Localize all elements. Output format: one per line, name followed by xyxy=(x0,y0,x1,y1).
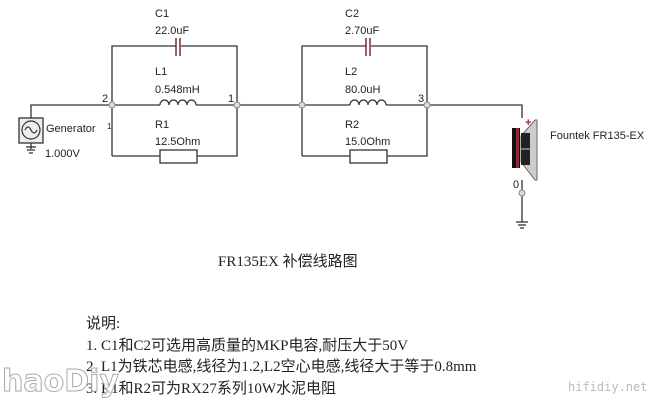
speaker-polarity: + xyxy=(525,117,531,129)
watermark-left: haoDiy xyxy=(2,364,120,400)
diagram-title: FR135EX 补偿线路图 xyxy=(218,254,358,270)
c2-name: C2 xyxy=(345,8,359,20)
r2-value: 15.0Ohm xyxy=(345,136,390,148)
node-dots xyxy=(108,101,526,197)
inductor-l2 xyxy=(349,99,387,106)
c2-value: 2.70uF xyxy=(345,25,380,37)
capacitor-c2 xyxy=(365,38,371,56)
generator-source-icon xyxy=(18,117,44,144)
l1-name: L1 xyxy=(155,66,167,78)
wires xyxy=(30,45,523,222)
c1-value: 22.0uF xyxy=(155,25,190,37)
r2-name: R2 xyxy=(345,119,359,131)
note-item: 2. L1为铁芯电感,线径为1.2,L2空心电感,线径大于等于0.8mm xyxy=(86,359,477,375)
l2-name: L2 xyxy=(345,66,357,78)
generator-pin: 1 xyxy=(107,122,112,131)
l1-value: 0.548mH xyxy=(155,84,200,96)
capacitor-c1 xyxy=(175,38,181,56)
node-label-1: 1 xyxy=(228,93,234,105)
c1-name: C1 xyxy=(155,8,169,20)
ground-icon-speaker xyxy=(516,221,528,229)
node-label-0: 0 xyxy=(513,179,519,191)
note-item: 1. C1和C2可选用高质量的MKP电容,耐压大于50V xyxy=(86,338,409,354)
resistor-r1 xyxy=(159,149,198,164)
ground-icon xyxy=(26,143,36,154)
speaker-icon xyxy=(512,119,538,181)
node-label-3: 3 xyxy=(418,93,424,105)
r1-name: R1 xyxy=(155,119,169,131)
generator-name: Generator xyxy=(46,123,96,135)
speaker-name: Fountek FR135-EX xyxy=(550,130,645,142)
r1-value: 12.5Ohm xyxy=(155,136,200,148)
node-label-2: 2 xyxy=(102,93,108,105)
inductor-l1 xyxy=(159,99,197,106)
resistor-r2 xyxy=(349,149,388,164)
watermark-right: hifidiy.net xyxy=(568,380,648,394)
note-item: 3. R1和R2可为RX27系列10W水泥电阻 xyxy=(86,381,337,397)
generator-value: 1.000V xyxy=(45,148,81,160)
l2-value: 80.0uH xyxy=(345,84,381,96)
notes-heading: 说明: xyxy=(86,316,121,332)
